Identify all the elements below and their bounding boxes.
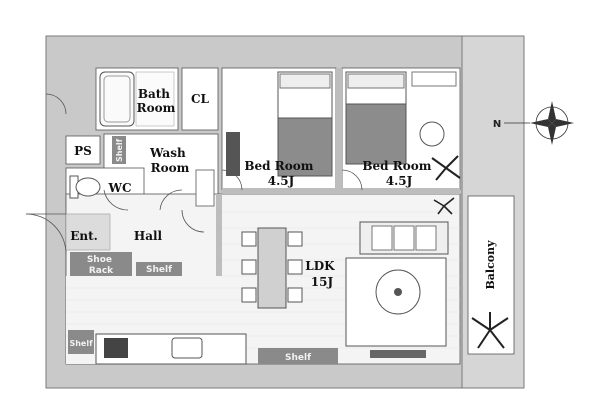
sink-icon xyxy=(171,337,203,359)
bed-1 xyxy=(277,71,333,177)
hall-ldk-wall xyxy=(216,194,222,276)
toilet-icon xyxy=(69,175,101,199)
bed-room-2-label: Bed Room 4.5J xyxy=(362,159,435,188)
dining-set xyxy=(241,227,303,309)
ldk-shelf xyxy=(258,348,338,364)
shoe-rack xyxy=(70,252,132,276)
ldk-label: LDK 15J xyxy=(305,259,338,289)
ps-label: PS xyxy=(74,144,92,158)
ldk-shelf-label: Shelf xyxy=(285,353,311,363)
entrance-floor-tile xyxy=(65,213,111,251)
bath-shower-area xyxy=(135,71,175,127)
wash-shelf xyxy=(112,136,126,164)
kitchen-shelf xyxy=(68,330,94,354)
compass-icon xyxy=(504,101,574,145)
hall-shelf-label: Shelf xyxy=(146,265,172,275)
desk-1 xyxy=(226,132,240,176)
ps-floor xyxy=(65,135,101,165)
sofa xyxy=(359,221,449,255)
wash-room-label: Wash Room xyxy=(149,146,190,175)
bath-room-label: Bath Room xyxy=(137,87,176,115)
balcony-plant-icon xyxy=(471,312,509,349)
doors xyxy=(25,93,363,255)
bedroom-ldk-wall xyxy=(222,188,460,194)
kitchen-shelf-label: Shelf xyxy=(69,339,93,348)
ldk-plant-icon xyxy=(433,197,455,215)
plant-icon xyxy=(431,155,461,181)
round-table-bedroom xyxy=(419,121,445,147)
hall-label: Hall xyxy=(134,229,163,243)
dresser-bedroom xyxy=(411,71,457,87)
table-centerpiece xyxy=(394,288,402,296)
bed-room-1-label: Bed Room 4.5J xyxy=(244,159,317,188)
wc-label: WC xyxy=(107,181,131,195)
north-label: N xyxy=(493,119,501,130)
entrance-label: Ent. xyxy=(70,229,98,243)
balcony-label: Balcony xyxy=(484,240,497,290)
tv-board xyxy=(370,350,426,358)
stove-icon xyxy=(104,338,128,358)
closet-label: CL xyxy=(191,92,210,106)
wash-basin xyxy=(195,169,215,207)
closet-floor xyxy=(181,67,219,131)
wash-shelf-label: Shelf xyxy=(115,138,124,162)
hall-shelf xyxy=(136,262,182,276)
bathtub xyxy=(99,71,135,127)
shoe-rack-label: Shoe Rack xyxy=(87,255,115,276)
bed-2 xyxy=(345,71,407,165)
bedroom-divider-wall xyxy=(336,68,342,188)
